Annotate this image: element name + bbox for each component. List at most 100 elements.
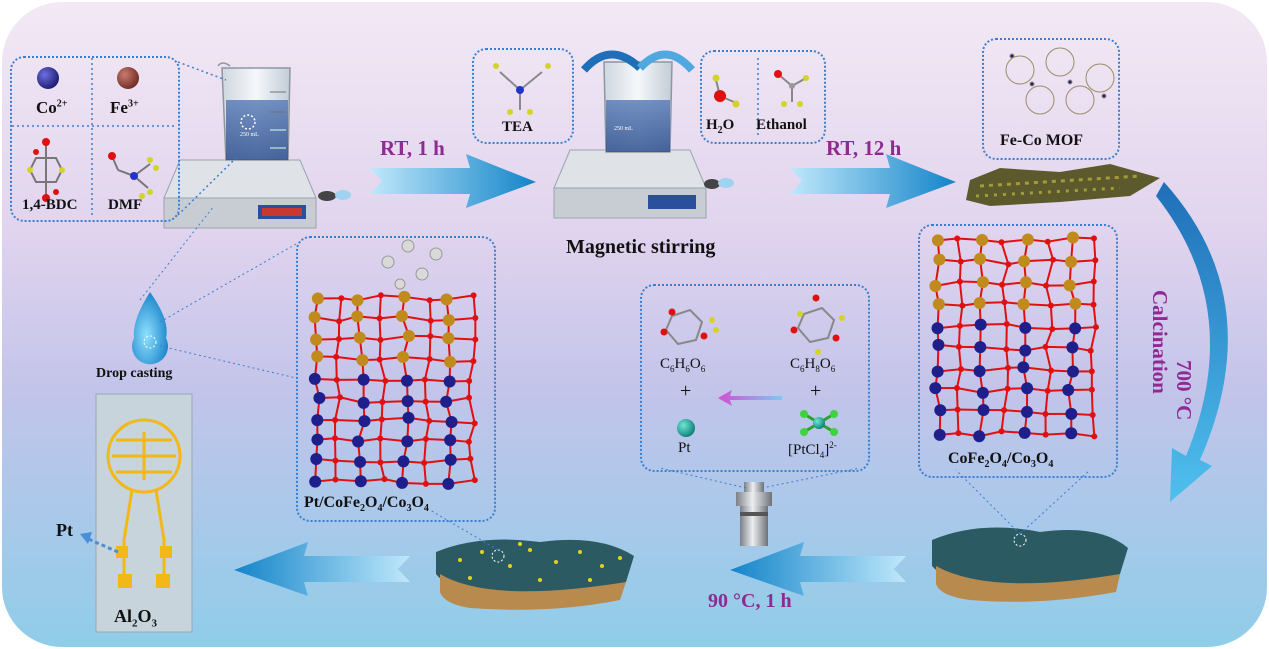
lattice-bond bbox=[334, 397, 341, 421]
lattice-bond bbox=[423, 438, 427, 463]
solvent-box bbox=[700, 50, 826, 144]
fe-site bbox=[311, 350, 324, 363]
co-site bbox=[1021, 382, 1034, 395]
o-site bbox=[1049, 326, 1056, 333]
ethanol-molecule-icon bbox=[774, 70, 809, 107]
fe-site bbox=[444, 355, 457, 368]
lattice-bond bbox=[335, 338, 340, 358]
o-site bbox=[427, 317, 434, 324]
bdc-molecule-icon bbox=[27, 138, 65, 202]
o-site bbox=[1044, 387, 1051, 394]
c6h8o6-label: C6H8O6 bbox=[790, 356, 836, 374]
o-site bbox=[954, 235, 961, 242]
co-site bbox=[1066, 341, 1079, 354]
lattice-bond bbox=[1044, 390, 1049, 415]
o-site bbox=[471, 477, 478, 484]
lattice-bond bbox=[378, 318, 382, 340]
o-site bbox=[427, 333, 434, 340]
o-site bbox=[421, 459, 428, 466]
fe-site bbox=[976, 276, 989, 289]
co-site bbox=[311, 433, 324, 446]
arrow-calcination bbox=[1156, 182, 1228, 502]
lattice-bond bbox=[1000, 409, 1006, 432]
o-site bbox=[470, 358, 477, 365]
co-site bbox=[1019, 344, 1032, 357]
o-site bbox=[1090, 301, 1097, 308]
co-site bbox=[443, 375, 456, 388]
lattice-bond bbox=[958, 305, 964, 326]
fe-atom-icon bbox=[117, 67, 139, 89]
co-site bbox=[933, 428, 946, 441]
tea-label: TEA bbox=[502, 119, 533, 135]
o-site bbox=[1092, 257, 1099, 264]
beaker-1: 250 mL bbox=[217, 62, 291, 161]
ptcl4-molecule-icon bbox=[800, 410, 838, 436]
o-site bbox=[378, 416, 385, 423]
fe-site bbox=[1019, 276, 1032, 289]
lattice-bond bbox=[423, 379, 427, 402]
c6h8o6-molecule-icon bbox=[790, 294, 845, 355]
o-site bbox=[336, 318, 343, 325]
substrate-label: Al2O3 bbox=[114, 606, 158, 630]
co-site bbox=[929, 382, 942, 395]
co-site bbox=[402, 411, 415, 424]
o-site bbox=[1043, 282, 1050, 289]
co-site bbox=[400, 374, 413, 387]
lattice-bond bbox=[956, 238, 962, 262]
co-site bbox=[976, 386, 989, 399]
arrow-to-sensor bbox=[234, 542, 410, 596]
o-site bbox=[1042, 431, 1049, 438]
water-molecule-icon bbox=[712, 74, 740, 108]
fe-site bbox=[356, 354, 369, 367]
lattice-bond bbox=[423, 462, 427, 484]
co-label: Co2+ bbox=[36, 98, 68, 117]
stirrer-2 bbox=[553, 149, 734, 219]
co-site bbox=[1069, 322, 1082, 335]
co-site bbox=[1065, 407, 1078, 420]
lattice-bond bbox=[379, 419, 383, 439]
rt1-label: RT, 1 h bbox=[380, 136, 445, 160]
co-site bbox=[973, 430, 986, 443]
co-site bbox=[445, 415, 458, 428]
co-site bbox=[357, 373, 370, 386]
lattice-bond bbox=[378, 295, 382, 319]
lattice-bond bbox=[958, 261, 962, 282]
fe-site bbox=[311, 292, 324, 305]
lattice-bond bbox=[378, 339, 382, 360]
o-site bbox=[1042, 343, 1049, 350]
pt-surface-atoms bbox=[381, 239, 443, 290]
fe-site bbox=[398, 290, 411, 303]
co-site bbox=[311, 414, 324, 427]
o-site bbox=[1005, 364, 1012, 371]
o-site bbox=[959, 302, 966, 309]
co-site bbox=[397, 455, 410, 468]
o-site bbox=[379, 398, 386, 405]
fe-site bbox=[931, 234, 944, 247]
beaker-2: 250 mL bbox=[580, 50, 696, 153]
o-site bbox=[377, 292, 384, 299]
calcination-temp-label: 700 °C bbox=[1172, 360, 1196, 421]
o-site bbox=[1001, 299, 1008, 306]
arrow-hydrothermal bbox=[730, 542, 906, 596]
lattice-bond bbox=[1044, 346, 1053, 371]
pt-cofe-label: Pt/CoFe2O4/Co3O4 bbox=[304, 494, 429, 515]
lattice-bond bbox=[1003, 302, 1008, 325]
o-site bbox=[1088, 368, 1095, 375]
lattice-bond bbox=[1001, 264, 1010, 286]
co-atom-icon bbox=[37, 67, 59, 89]
lattice-bond bbox=[955, 387, 959, 410]
stirring-label: Magnetic stirring bbox=[566, 236, 716, 258]
co-site bbox=[977, 403, 990, 416]
o-site bbox=[998, 239, 1005, 246]
co-site bbox=[309, 475, 322, 488]
co-site bbox=[1066, 365, 1079, 378]
dmf-label: DMF bbox=[108, 197, 143, 213]
fe-site bbox=[1018, 255, 1031, 268]
cofe-crystal bbox=[929, 231, 1099, 443]
lattice-bond bbox=[1045, 259, 1055, 286]
o-site bbox=[1088, 386, 1095, 393]
lattice-bond bbox=[424, 420, 431, 440]
o-site bbox=[472, 336, 479, 343]
tea-molecule-icon bbox=[493, 63, 551, 115]
